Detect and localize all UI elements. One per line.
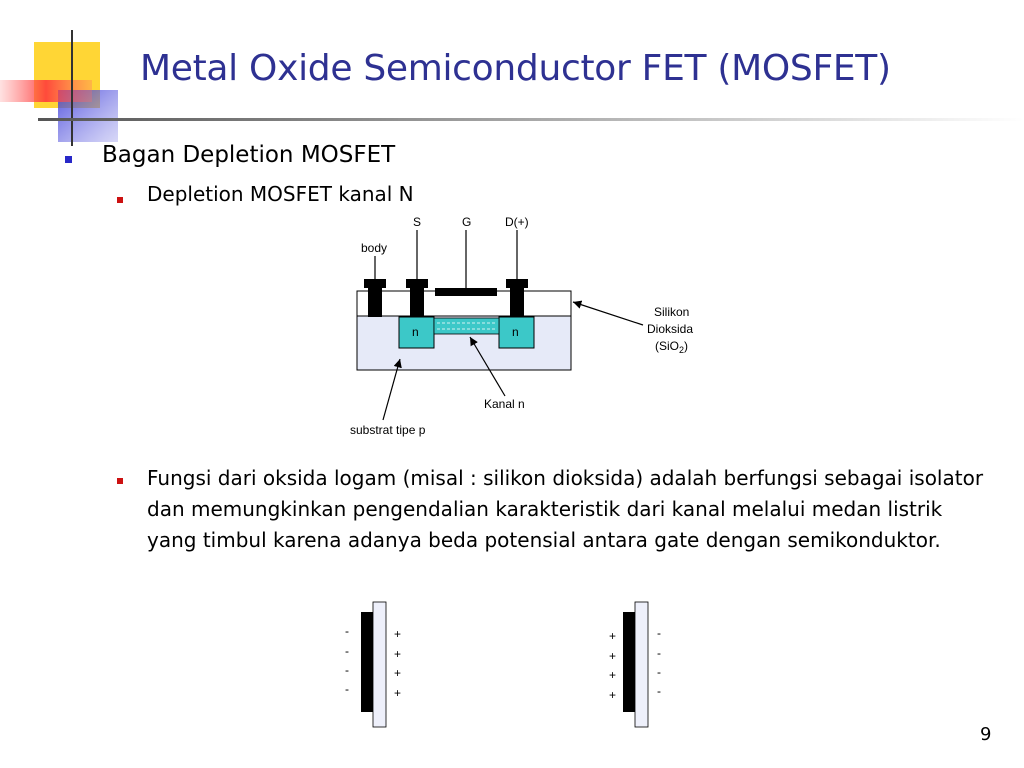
svg-text:+: + <box>394 647 401 661</box>
svg-text:+: + <box>609 668 616 682</box>
svg-text:-: - <box>345 624 349 638</box>
kanal-arrow <box>469 336 506 397</box>
svg-text:-: - <box>657 646 661 660</box>
sub-bullet-marker <box>117 478 123 484</box>
svg-text:+: + <box>609 629 616 643</box>
right-capacitor-plate <box>623 612 635 712</box>
n-channel <box>433 317 500 335</box>
sio2-label-line1: Silikon <box>654 305 689 319</box>
right-capacitor-dielectric <box>634 601 649 728</box>
n-drain-label: n <box>512 325 519 339</box>
svg-text:+: + <box>609 649 616 663</box>
bullet-marker <box>65 156 72 163</box>
bullet-text: Bagan Depletion MOSFET <box>102 142 396 168</box>
sio2-label-line2: Dioksida <box>647 322 693 336</box>
vertical-line-decoration <box>71 30 73 146</box>
svg-text:-: - <box>345 644 349 658</box>
body-label: body <box>361 241 387 255</box>
gate-label: G <box>462 215 471 229</box>
right-plus-signs: + + + + <box>609 629 616 702</box>
svg-text:-: - <box>657 665 661 679</box>
drain-terminal <box>510 279 524 317</box>
kanal-n-label: Kanal n <box>484 397 525 411</box>
substrat-arrow <box>382 358 402 421</box>
red-bar-decoration <box>0 80 92 102</box>
svg-text:-: - <box>657 626 661 640</box>
paragraph-text: Fungsi dari oksida logam (misal : siliko… <box>147 466 984 552</box>
corner-decoration <box>0 30 1024 146</box>
gate-terminal <box>435 288 497 296</box>
svg-text:+: + <box>394 666 401 680</box>
source-label: S <box>413 215 421 229</box>
svg-text:-: - <box>657 684 661 698</box>
title-underline <box>38 118 1024 121</box>
n-source-label: n <box>412 325 419 339</box>
slide-title: Metal Oxide Semiconductor FET (MOSFET) <box>140 48 891 89</box>
n-region-source <box>398 316 435 349</box>
right-minus-signs: - - - - <box>657 626 661 698</box>
sio2-label-line3: (SiO2) <box>655 339 688 355</box>
sio2-arrow <box>572 300 644 326</box>
svg-text:-: - <box>345 663 349 677</box>
source-terminal <box>410 279 424 317</box>
sub-bullet-marker <box>117 197 123 203</box>
body-terminal <box>368 279 382 317</box>
left-capacitor-plate <box>361 612 373 712</box>
left-plus-signs: + + + + <box>394 627 401 700</box>
drain-label: D(+) <box>505 215 529 229</box>
capacitor-illustrations: - - - - + + + + + + + + - - - - <box>345 601 661 728</box>
sub-bullet-text: Depletion MOSFET kanal N <box>147 182 414 206</box>
svg-text:+: + <box>394 686 401 700</box>
left-capacitor-dielectric <box>372 601 387 728</box>
svg-text:-: - <box>345 682 349 696</box>
depletion-mosfet-diagram: n n S G D(+) body Silikon Dioksida (SiO2… <box>350 215 693 437</box>
left-minus-signs: - - - - <box>345 624 349 696</box>
page-number: 9 <box>980 724 992 745</box>
svg-text:+: + <box>609 688 616 702</box>
substrat-label: substrat tipe p <box>350 423 426 437</box>
svg-text:+: + <box>394 627 401 641</box>
